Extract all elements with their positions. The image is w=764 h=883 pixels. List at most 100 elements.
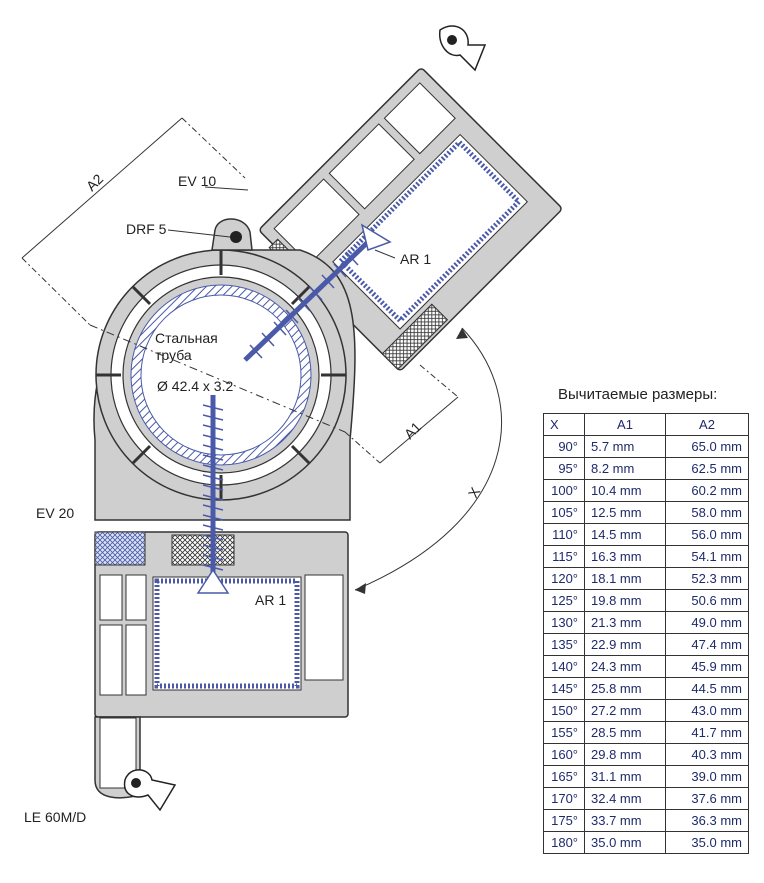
table-cell-x: 155° <box>543 721 585 744</box>
table-cell-a1: 14.5 mm <box>584 523 666 546</box>
label-a2: A2 <box>83 171 107 195</box>
dimension-a1 <box>89 324 459 464</box>
table-title: Вычитаемые размеры: <box>558 386 718 403</box>
table-cell-x: 170° <box>543 787 585 810</box>
table-cell-x: 95° <box>543 457 585 480</box>
table-cell-a2: 37.6 mm <box>665 787 749 810</box>
table-cell-x: 180° <box>543 831 585 854</box>
table-cell-a1: 28.5 mm <box>584 721 666 744</box>
table-cell-a1: 24.3 mm <box>584 655 666 678</box>
lower-profile <box>94 531 349 799</box>
table-cell-a1: 29.8 mm <box>584 743 666 766</box>
label-ar1-bottom: AR 1 <box>255 592 286 608</box>
table-cell-x: 105° <box>543 501 585 524</box>
table-cell-a1: 33.7 mm <box>584 809 666 832</box>
table-cell-x: 90° <box>543 435 585 458</box>
table-header-row: X A1 A2 <box>543 413 749 436</box>
table-cell-x: 135° <box>543 633 585 656</box>
lower-gasket <box>123 769 177 812</box>
screw-diagonal <box>243 223 392 362</box>
table-cell-a1: 31.1 mm <box>584 765 666 788</box>
table-cell-a2: 54.1 mm <box>665 545 749 568</box>
table-cell-a2: 44.5 mm <box>665 677 749 700</box>
table-cell-a2: 50.6 mm <box>665 589 749 612</box>
table-cell-a1: 19.8 mm <box>584 589 666 612</box>
label-ev10: EV 10 <box>178 173 216 189</box>
table-cell-a1: 32.4 mm <box>584 787 666 810</box>
label-steel-tube: Стальная <box>155 330 218 346</box>
angle-arc <box>354 327 502 594</box>
table-cell-a2: 62.5 mm <box>665 457 749 480</box>
label-ev20: EV 20 <box>36 505 74 521</box>
label-ar1-top: AR 1 <box>400 251 431 267</box>
table-cell-a2: 35.0 mm <box>665 831 749 854</box>
table-cell-a2: 36.3 mm <box>665 809 749 832</box>
dimension-a2 <box>21 117 246 326</box>
table-cell-x: 165° <box>543 765 585 788</box>
table-cell-a2: 65.0 mm <box>665 435 749 458</box>
table-cell-x: 145° <box>543 677 585 700</box>
table-cell-x: 100° <box>543 479 585 502</box>
table-cell-x: 175° <box>543 809 585 832</box>
table-cell-a1: 22.9 mm <box>584 633 666 656</box>
table-cell-a2: 45.9 mm <box>665 655 749 678</box>
table-cell-a2: 58.0 mm <box>665 501 749 524</box>
table-cell-x: 160° <box>543 743 585 766</box>
table-cell-a1: 21.3 mm <box>584 611 666 634</box>
header-a2: A2 <box>665 413 749 436</box>
table-cell-a1: 16.3 mm <box>584 545 666 568</box>
table-cell-x: 130° <box>543 611 585 634</box>
table-cell-a2: 41.7 mm <box>665 721 749 744</box>
table-cell-a2: 40.3 mm <box>665 743 749 766</box>
table-cell-a1: 18.1 mm <box>584 567 666 590</box>
table-cell-a1: 25.8 mm <box>584 677 666 700</box>
table-cell-a1: 35.0 mm <box>584 831 666 854</box>
table-cell-x: 125° <box>543 589 585 612</box>
label-angle-x: X <box>465 484 484 501</box>
table-cell-x: 110° <box>543 523 585 546</box>
table-cell-x: 120° <box>543 567 585 590</box>
table-cell-a2: 49.0 mm <box>665 611 749 634</box>
table-cell-a2: 56.0 mm <box>665 523 749 546</box>
label-tube-size: Ø 42.4 x 3.2 <box>157 378 233 394</box>
table-cell-x: 115° <box>543 545 585 568</box>
screw-vertical <box>196 395 230 594</box>
table-cell-a2: 43.0 mm <box>665 699 749 722</box>
table-cell-x: 150° <box>543 699 585 722</box>
table-cell-a2: 39.0 mm <box>665 765 749 788</box>
table-cell-a2: 52.3 mm <box>665 567 749 590</box>
label-drf5: DRF 5 <box>126 221 167 237</box>
table-cell-a1: 10.4 mm <box>584 479 666 502</box>
table-cell-a1: 12.5 mm <box>584 501 666 524</box>
header-x: X <box>543 413 585 436</box>
label-steel-tube-2: труба <box>155 347 192 363</box>
table-cell-x: 140° <box>543 655 585 678</box>
header-a1: A1 <box>584 413 666 436</box>
table-cell-a1: 27.2 mm <box>584 699 666 722</box>
table-cell-a1: 5.7 mm <box>584 435 666 458</box>
upper-gasket <box>439 25 487 72</box>
label-a1: A1 <box>401 419 425 443</box>
table-cell-a2: 47.4 mm <box>665 633 749 656</box>
